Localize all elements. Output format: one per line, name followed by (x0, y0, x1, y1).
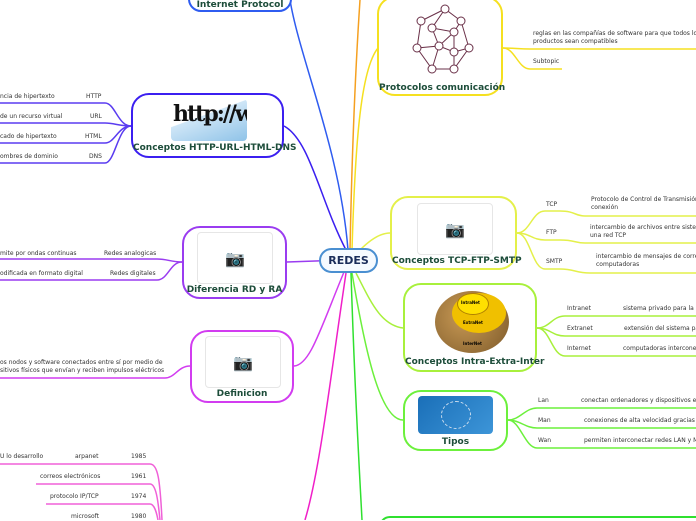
man-label[interactable]: Man (538, 417, 551, 424)
url-desc: de un recurso virtual (0, 113, 63, 120)
image-label: ExtraNet (463, 320, 483, 325)
internet-label[interactable]: Internet (567, 345, 591, 352)
http-www-image: http://www (171, 99, 247, 141)
node-label: Definicion (216, 389, 268, 399)
digital-desc: odificada en formato digital (0, 270, 83, 277)
dns-desc: ombres de dominio (0, 153, 58, 160)
image-label: IntraNet (461, 300, 480, 305)
tcp-label[interactable]: TCP (546, 201, 558, 208)
smtp-desc-2: computadoras (596, 261, 640, 268)
hist-year[interactable]: 1980 (131, 513, 147, 520)
node-label: Conceptos HTTP-URL-HTML-DNS (133, 143, 297, 153)
http-desc: ncia de hipertexto (0, 93, 55, 100)
ftp-desc-1: intercambio de archivos entre sistemas (590, 224, 696, 231)
node-definicion[interactable]: 📷 Definicion (190, 330, 294, 403)
hist-label[interactable]: correos electrónicos (40, 473, 101, 480)
image-text: http://www (173, 101, 247, 127)
hist-desc: U lo desarrollo (0, 453, 44, 460)
tcp-desc-2: conexión (591, 204, 619, 211)
ftp-desc-2: una red TCP (590, 232, 627, 239)
html-label[interactable]: HTML (85, 133, 102, 140)
proto-desc-2: productos sean compatibles (533, 38, 618, 45)
lan-desc: conectan ordenadores y dispositivos en u (581, 397, 696, 404)
hist-label[interactable]: microsoft (71, 513, 99, 520)
root-node-redes[interactable]: REDES (319, 248, 378, 273)
lan-label[interactable]: Lan (538, 397, 549, 404)
dns-label[interactable]: DNS (89, 153, 102, 160)
intranet-desc: sistema privado para la int (623, 305, 696, 312)
digital-label[interactable]: Redes digitales (110, 270, 156, 277)
node-label: Tipos (441, 437, 470, 447)
extranet-label[interactable]: Extranet (567, 325, 593, 332)
internet-desc: computadoras interconecta (623, 345, 696, 352)
smtp-label[interactable]: SMTP (546, 258, 563, 265)
node-internet-protocol[interactable]: Internet Protocol (188, 0, 292, 12)
wan-label[interactable]: Wan (538, 437, 552, 444)
proto-desc-1: reglas en las compañías de software para… (533, 30, 696, 37)
url-label[interactable]: URL (90, 113, 102, 120)
node-tcp-ftp-smtp[interactable]: 📷 Conceptos TCP-FTP-SMTP (390, 196, 522, 270)
definicion-text-2: sitivos físicos que envían y reciben imp… (0, 367, 165, 374)
analog-label[interactable]: Redes analogicas (104, 250, 157, 257)
node-diferencia-rd-ra[interactable]: 📷 Diferencia RD y RA (182, 226, 287, 299)
image-placeholder: 📷 (197, 232, 273, 284)
tcp-desc-1: Protocolo de Control de Transmisión o (591, 196, 696, 203)
definicion-text-1: os nodos y software conectados entre sí … (0, 359, 163, 366)
intranet-label[interactable]: Intranet (567, 305, 591, 312)
ftp-label[interactable]: FTP (546, 229, 557, 236)
hist-year[interactable]: 1961 (131, 473, 147, 480)
intranet-circles-image: IntraNet ExtraNet InterNet (435, 291, 509, 353)
node-http[interactable]: http://www Conceptos HTTP-URL-HTML-DNS (131, 93, 297, 158)
node-intra-extra-inter[interactable]: IntraNet ExtraNet InterNet Conceptos Int… (403, 283, 545, 372)
camera-icon: 📷 (445, 219, 465, 239)
node-tipos[interactable]: Tipos (403, 390, 508, 451)
node-protocolos[interactable]: Protocolos comunicación (377, 0, 506, 96)
subtopic[interactable]: Subtopic (533, 58, 560, 65)
extranet-desc: extensión del sistema para (624, 325, 696, 332)
network-map-image (418, 396, 493, 434)
node-label: Conceptos Intra-Extra-Inter (405, 357, 545, 367)
wan-desc: permiten interconectar redes LAN y MAN (584, 437, 696, 444)
node-label: Conceptos TCP-FTP-SMTP (392, 256, 522, 266)
node-label: Internet Protocol (196, 0, 284, 10)
camera-icon: 📷 (233, 352, 253, 372)
image-placeholder: 📷 (417, 203, 493, 255)
man-desc: conexiones de alta velocidad gracias al … (584, 417, 696, 424)
image-label: InterNet (463, 341, 482, 346)
root-label: REDES (328, 254, 369, 267)
smtp-desc-1: intercambio de mensajes de correo (596, 253, 696, 260)
node-label: Protocolos comunicación (379, 83, 506, 93)
hist-year[interactable]: 1985 (131, 453, 147, 460)
node-label: Diferencia RD y RA (186, 285, 283, 295)
hist-year[interactable]: 1974 (131, 493, 147, 500)
analog-desc: mite por ondas continuas (0, 250, 77, 257)
hist-label[interactable]: protocolo IP/TCP (50, 493, 99, 500)
camera-icon: 📷 (225, 248, 245, 268)
network-icon-image (412, 4, 474, 74)
http-label[interactable]: HTTP (86, 93, 102, 100)
html-desc: cado de hipertexto (0, 133, 57, 140)
hist-label[interactable]: arpanet (75, 453, 99, 460)
image-placeholder: 📷 (205, 336, 281, 388)
